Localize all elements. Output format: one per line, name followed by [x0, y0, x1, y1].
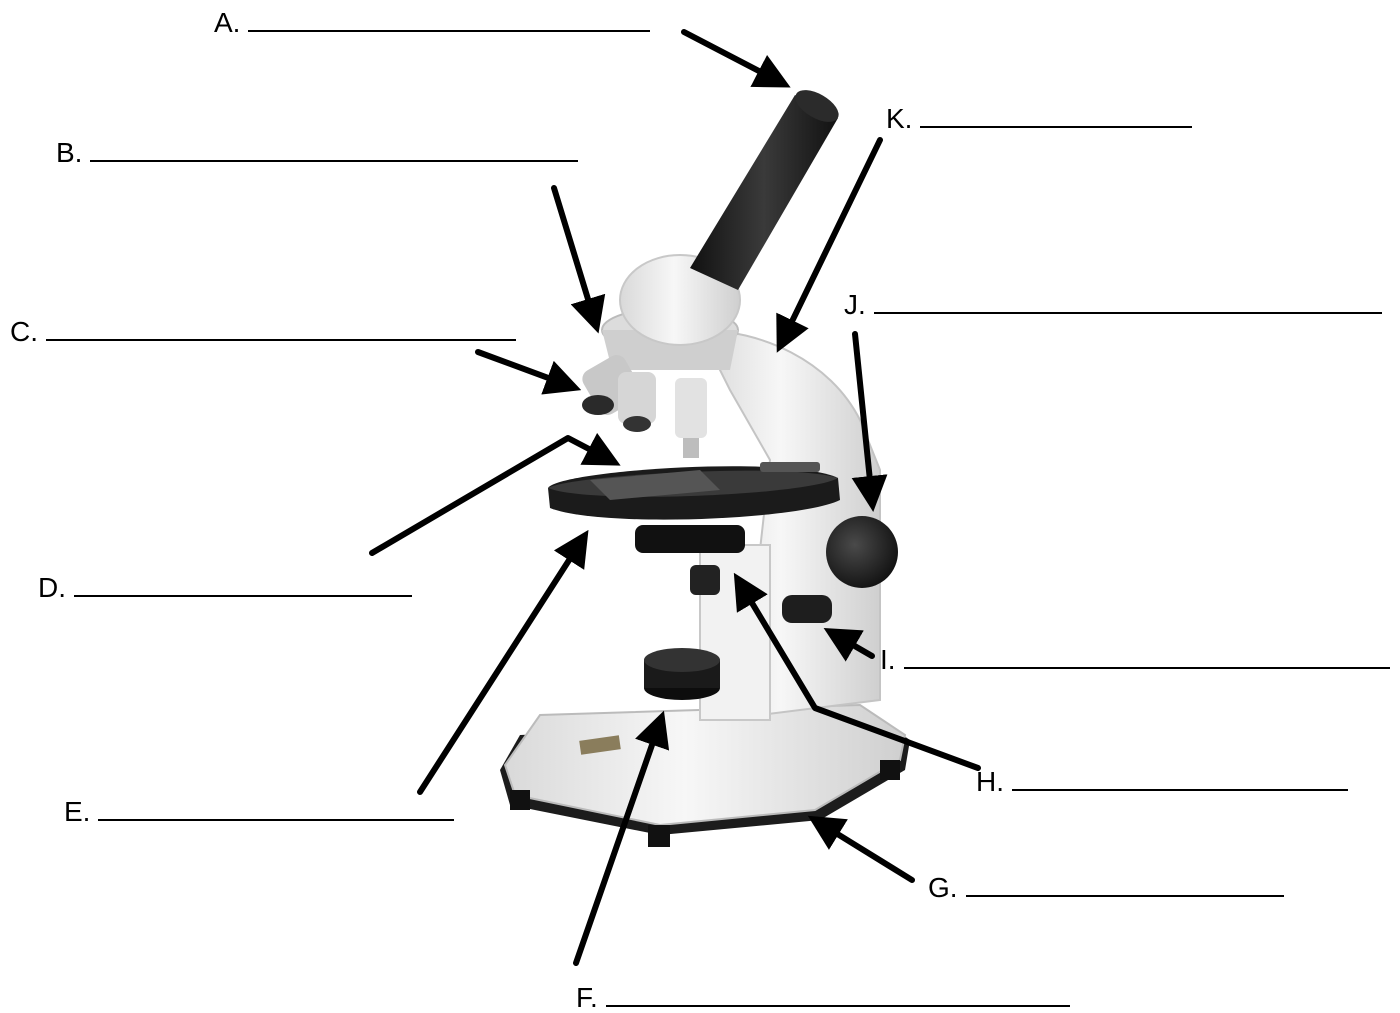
label-j: J.	[844, 290, 1382, 320]
answer-line-d[interactable]	[74, 573, 412, 597]
label-d: D.	[38, 573, 412, 603]
arrow-b	[554, 188, 595, 322]
label-k-letter: K.	[886, 103, 912, 134]
label-f-letter: F.	[576, 982, 598, 1013]
answer-line-a[interactable]	[248, 8, 650, 32]
answer-line-b[interactable]	[90, 138, 578, 162]
label-c-letter: C.	[10, 316, 38, 347]
label-g-letter: G.	[928, 872, 958, 903]
answer-line-f[interactable]	[606, 983, 1070, 1007]
label-a-letter: A.	[214, 7, 240, 38]
light-source	[644, 648, 720, 700]
answer-line-i[interactable]	[904, 645, 1390, 669]
answer-line-h[interactable]	[1012, 767, 1348, 791]
answer-line-e[interactable]	[98, 797, 454, 821]
label-c: C.	[10, 317, 516, 347]
coarse-adjustment-knob	[826, 516, 898, 588]
label-e: E.	[64, 797, 454, 827]
microscope-base	[500, 705, 910, 847]
label-f: F.	[576, 983, 1070, 1013]
arrow-a	[684, 32, 780, 82]
answer-line-c[interactable]	[46, 317, 516, 341]
label-b: B.	[56, 138, 578, 168]
label-h-letter: H.	[976, 766, 1004, 797]
label-e-letter: E.	[64, 796, 90, 827]
label-i-letter: I.	[880, 644, 896, 675]
answer-line-k[interactable]	[920, 104, 1192, 128]
label-j-letter: J.	[844, 289, 866, 320]
label-k: K.	[886, 104, 1192, 134]
label-i: I.	[880, 645, 1390, 675]
answer-line-g[interactable]	[966, 873, 1284, 897]
label-g: G.	[928, 873, 1284, 903]
arrow-g	[818, 822, 912, 880]
label-b-letter: B.	[56, 137, 82, 168]
fine-adjustment-knob	[782, 595, 832, 623]
label-a: A.	[214, 8, 650, 38]
label-d-letter: D.	[38, 572, 66, 603]
arrow-c	[478, 352, 570, 386]
answer-line-j[interactable]	[874, 290, 1382, 314]
label-h: H.	[976, 767, 1348, 797]
